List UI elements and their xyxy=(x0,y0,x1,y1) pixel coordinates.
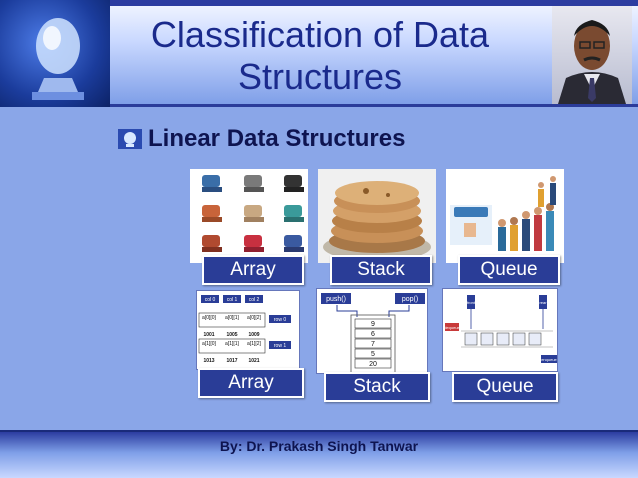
people xyxy=(498,176,556,251)
array-address: 1017 xyxy=(226,358,237,364)
col-header: col 0 xyxy=(205,297,216,303)
subheading: Linear Data Structures xyxy=(118,124,405,154)
stack-item: 6 xyxy=(371,331,375,338)
array-address: 1021 xyxy=(248,358,259,364)
array-cell: a[1][1] xyxy=(225,341,240,347)
stack-item: 9 xyxy=(371,321,375,328)
col-header: col 2 xyxy=(249,297,260,303)
array-address: 1009 xyxy=(248,332,259,338)
ticket-queue-photo xyxy=(446,169,564,263)
queue-diagram-label: Queue xyxy=(452,372,558,402)
stack-diagram-label: Stack xyxy=(324,372,430,402)
chairs-photo xyxy=(190,169,308,263)
chair-row-3 xyxy=(202,235,304,252)
stack-item: 20 xyxy=(369,361,377,368)
rear-label: rear xyxy=(539,300,547,305)
push-label: push() xyxy=(326,296,346,303)
queue-diagram: front rear dequeue enqueue xyxy=(442,288,558,372)
roti-stack-photo xyxy=(318,169,436,263)
stack-item: 7 xyxy=(371,341,375,348)
array-photo-label: Array xyxy=(202,255,304,285)
array-cell: a[0][1] xyxy=(225,315,240,321)
array-cell: a[1][0] xyxy=(202,341,217,347)
author-credit: By: Dr. Prakash Singh Tanwar xyxy=(219,438,419,454)
chair-row-2 xyxy=(202,205,304,222)
stack-photo-label: Stack xyxy=(330,255,432,285)
crystal-globe-logo xyxy=(0,0,110,107)
row-header: row 1 xyxy=(274,343,286,349)
pop-label: pop() xyxy=(402,296,418,303)
dequeue-label: dequeue xyxy=(444,325,460,330)
array-diagram-label: Array xyxy=(198,368,304,398)
front-label: front xyxy=(467,300,476,305)
top-band xyxy=(0,0,638,6)
col-header: col 1 xyxy=(227,297,238,303)
array-diagram: col 0 col 1 col 2 a[0][0] a[0][1] a[0][2… xyxy=(196,290,300,370)
queue-photo-label: Queue xyxy=(458,255,560,285)
author-portrait xyxy=(552,6,632,104)
subheading-text: Linear Data Structures xyxy=(148,125,406,152)
chair-row-1 xyxy=(202,175,304,192)
enqueue-label: enqueue xyxy=(541,357,557,362)
array-cell: a[0][0] xyxy=(202,315,217,321)
array-address: 1001 xyxy=(203,332,214,338)
array-cell: a[1][2] xyxy=(247,341,262,347)
stack-diagram: push() pop() 9 6 7 5 20 xyxy=(316,288,428,374)
array-address: 1013 xyxy=(203,358,214,364)
stack-item: 5 xyxy=(371,351,375,358)
footer-band xyxy=(0,430,638,478)
slide-title: Classification of Data Structures xyxy=(150,14,490,97)
array-address: 1005 xyxy=(226,332,237,338)
array-cell: a[0][2] xyxy=(247,315,262,321)
row-header: row 0 xyxy=(274,317,286,323)
globe-bullet-icon xyxy=(118,129,142,149)
